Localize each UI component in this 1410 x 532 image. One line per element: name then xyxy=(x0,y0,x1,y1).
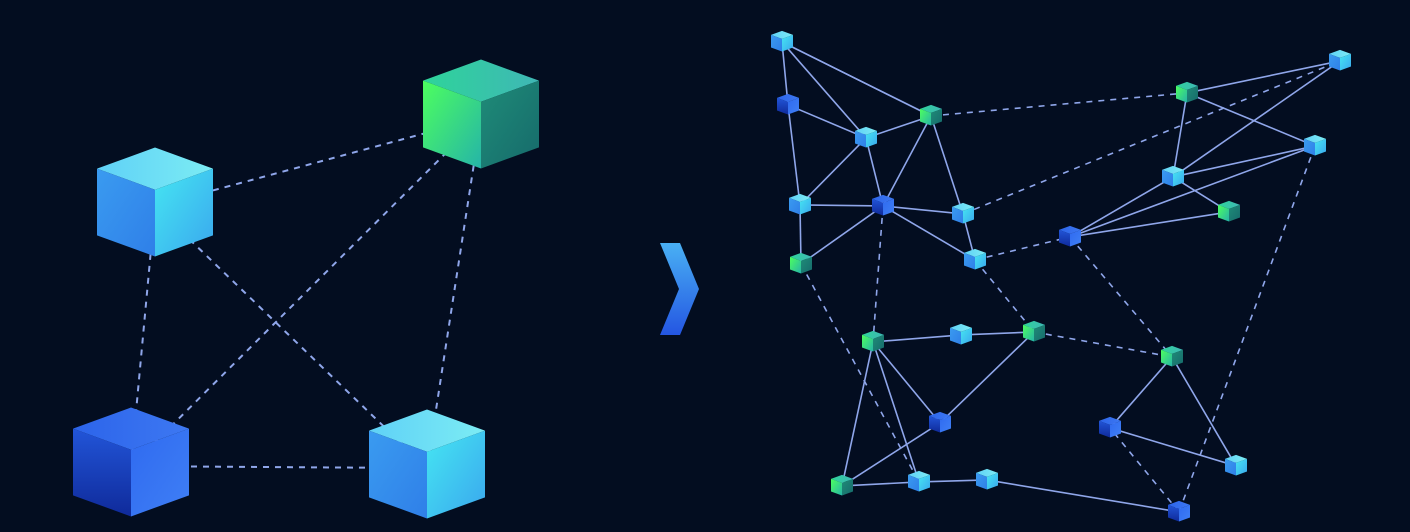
cube-node-w xyxy=(1168,500,1190,522)
link-left-3 xyxy=(130,117,482,467)
link-right-29 xyxy=(841,341,874,487)
link-right-22 xyxy=(1069,176,1174,238)
link-right-19 xyxy=(1172,60,1341,178)
cube-node-n xyxy=(1218,200,1240,222)
link-right-12 xyxy=(800,205,884,265)
link-right-13 xyxy=(882,205,964,215)
cube-node-L2 xyxy=(423,59,539,169)
link-right-37 xyxy=(1109,427,1237,467)
cube-node-s xyxy=(831,474,853,496)
link-right-48 xyxy=(781,41,932,117)
link-right-6 xyxy=(865,137,884,207)
link-right-27 xyxy=(872,341,941,424)
cube-node-x xyxy=(1161,345,1183,367)
link-right-38 xyxy=(930,92,1188,117)
link-right-28 xyxy=(872,341,920,483)
link-right-8 xyxy=(882,115,932,207)
link-right-26 xyxy=(960,331,1035,336)
cube-node-v xyxy=(976,468,998,490)
link-right-24 xyxy=(1069,211,1230,238)
link-right-10 xyxy=(799,204,884,207)
link-left-2 xyxy=(154,205,428,469)
link-right-14 xyxy=(882,205,976,261)
right-network-links xyxy=(781,41,1341,513)
link-right-23 xyxy=(1069,145,1316,238)
cube-node-q xyxy=(950,323,972,345)
link-right-20 xyxy=(1172,145,1316,178)
left-network-nodes xyxy=(73,59,539,519)
cube-node-a xyxy=(771,30,793,52)
chevron-right-icon xyxy=(660,243,699,335)
link-right-7 xyxy=(787,104,801,206)
link-right-36 xyxy=(1171,356,1237,467)
cube-node-o xyxy=(1059,225,1081,247)
link-right-3 xyxy=(787,104,867,139)
cube-node-c xyxy=(855,126,877,148)
cube-node-f xyxy=(872,194,894,216)
link-right-39 xyxy=(962,60,1341,215)
link-right-18 xyxy=(1172,92,1188,178)
cube-node-e xyxy=(789,193,811,215)
link-right-34 xyxy=(986,479,1180,513)
link-right-44 xyxy=(1033,331,1173,358)
cube-node-p xyxy=(862,330,884,352)
link-right-16 xyxy=(1186,60,1341,94)
cube-node-t xyxy=(929,411,951,433)
cube-node-u xyxy=(908,470,930,492)
cube-node-z xyxy=(1225,454,1247,476)
link-right-30 xyxy=(939,331,1035,424)
cube-node-b xyxy=(777,93,799,115)
link-right-5 xyxy=(799,137,867,206)
cube-node-r xyxy=(1023,320,1045,342)
link-right-35 xyxy=(1109,356,1173,429)
link-right-1 xyxy=(781,41,867,139)
cube-node-j xyxy=(1176,81,1198,103)
link-right-41 xyxy=(974,259,1035,333)
cube-node-k xyxy=(1329,49,1351,71)
cube-node-i xyxy=(964,248,986,270)
link-right-43 xyxy=(872,205,884,343)
link-right-17 xyxy=(1186,92,1316,147)
link-right-40 xyxy=(974,236,1071,261)
link-right-25 xyxy=(872,334,962,343)
link-right-33 xyxy=(918,479,988,483)
cube-node-d xyxy=(920,104,942,126)
cube-node-m xyxy=(1162,165,1184,187)
cube-node-h xyxy=(790,252,812,274)
link-right-32 xyxy=(841,481,920,487)
link-right-47 xyxy=(1109,427,1180,513)
link-right-31 xyxy=(841,422,941,487)
link-right-45 xyxy=(1069,236,1173,358)
cube-node-L3 xyxy=(73,407,189,517)
right-network-nodes xyxy=(771,30,1351,522)
link-right-9 xyxy=(930,115,964,215)
link-right-42 xyxy=(800,263,920,483)
link-right-46 xyxy=(1178,145,1316,513)
cube-node-y xyxy=(1099,416,1121,438)
cube-node-l xyxy=(1304,134,1326,156)
cube-node-L4 xyxy=(369,409,485,519)
cube-node-L1 xyxy=(97,147,213,257)
cube-node-g xyxy=(952,202,974,224)
